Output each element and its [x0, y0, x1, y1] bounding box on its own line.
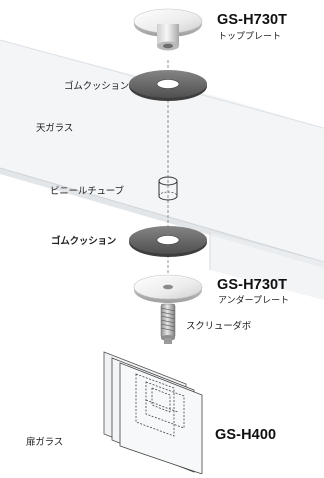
bracket-model: GS-H400 — [215, 427, 277, 443]
door-glass-and-bracket — [103, 351, 203, 475]
top-glass-label: 天ガラス — [36, 123, 74, 134]
screw-dowel-label: スクリューダボ — [186, 321, 252, 332]
under-plate-part — [133, 274, 203, 303]
vinyl-tube-part — [158, 176, 178, 201]
under-plate-name: アンダープレート — [218, 296, 290, 306]
top-plate-name: トッププレート — [218, 32, 282, 42]
lower-cushion-label: ゴムクッション — [51, 236, 117, 247]
screw-dowel-part — [160, 303, 176, 344]
top-glass-panel — [0, 39, 324, 300]
upper-cushion-label: ゴムクッション — [64, 81, 130, 92]
top-plate-part — [133, 8, 203, 51]
under-plate-model: GS-H730T — [217, 277, 288, 293]
top-plate-model: GS-H730T — [217, 12, 288, 28]
lower-rubber-cushion — [129, 226, 207, 257]
door-glass-label: 扉ガラス — [26, 437, 64, 448]
vinyl-tube-label: ビニールチューブ — [50, 186, 124, 197]
upper-rubber-cushion — [129, 70, 207, 101]
